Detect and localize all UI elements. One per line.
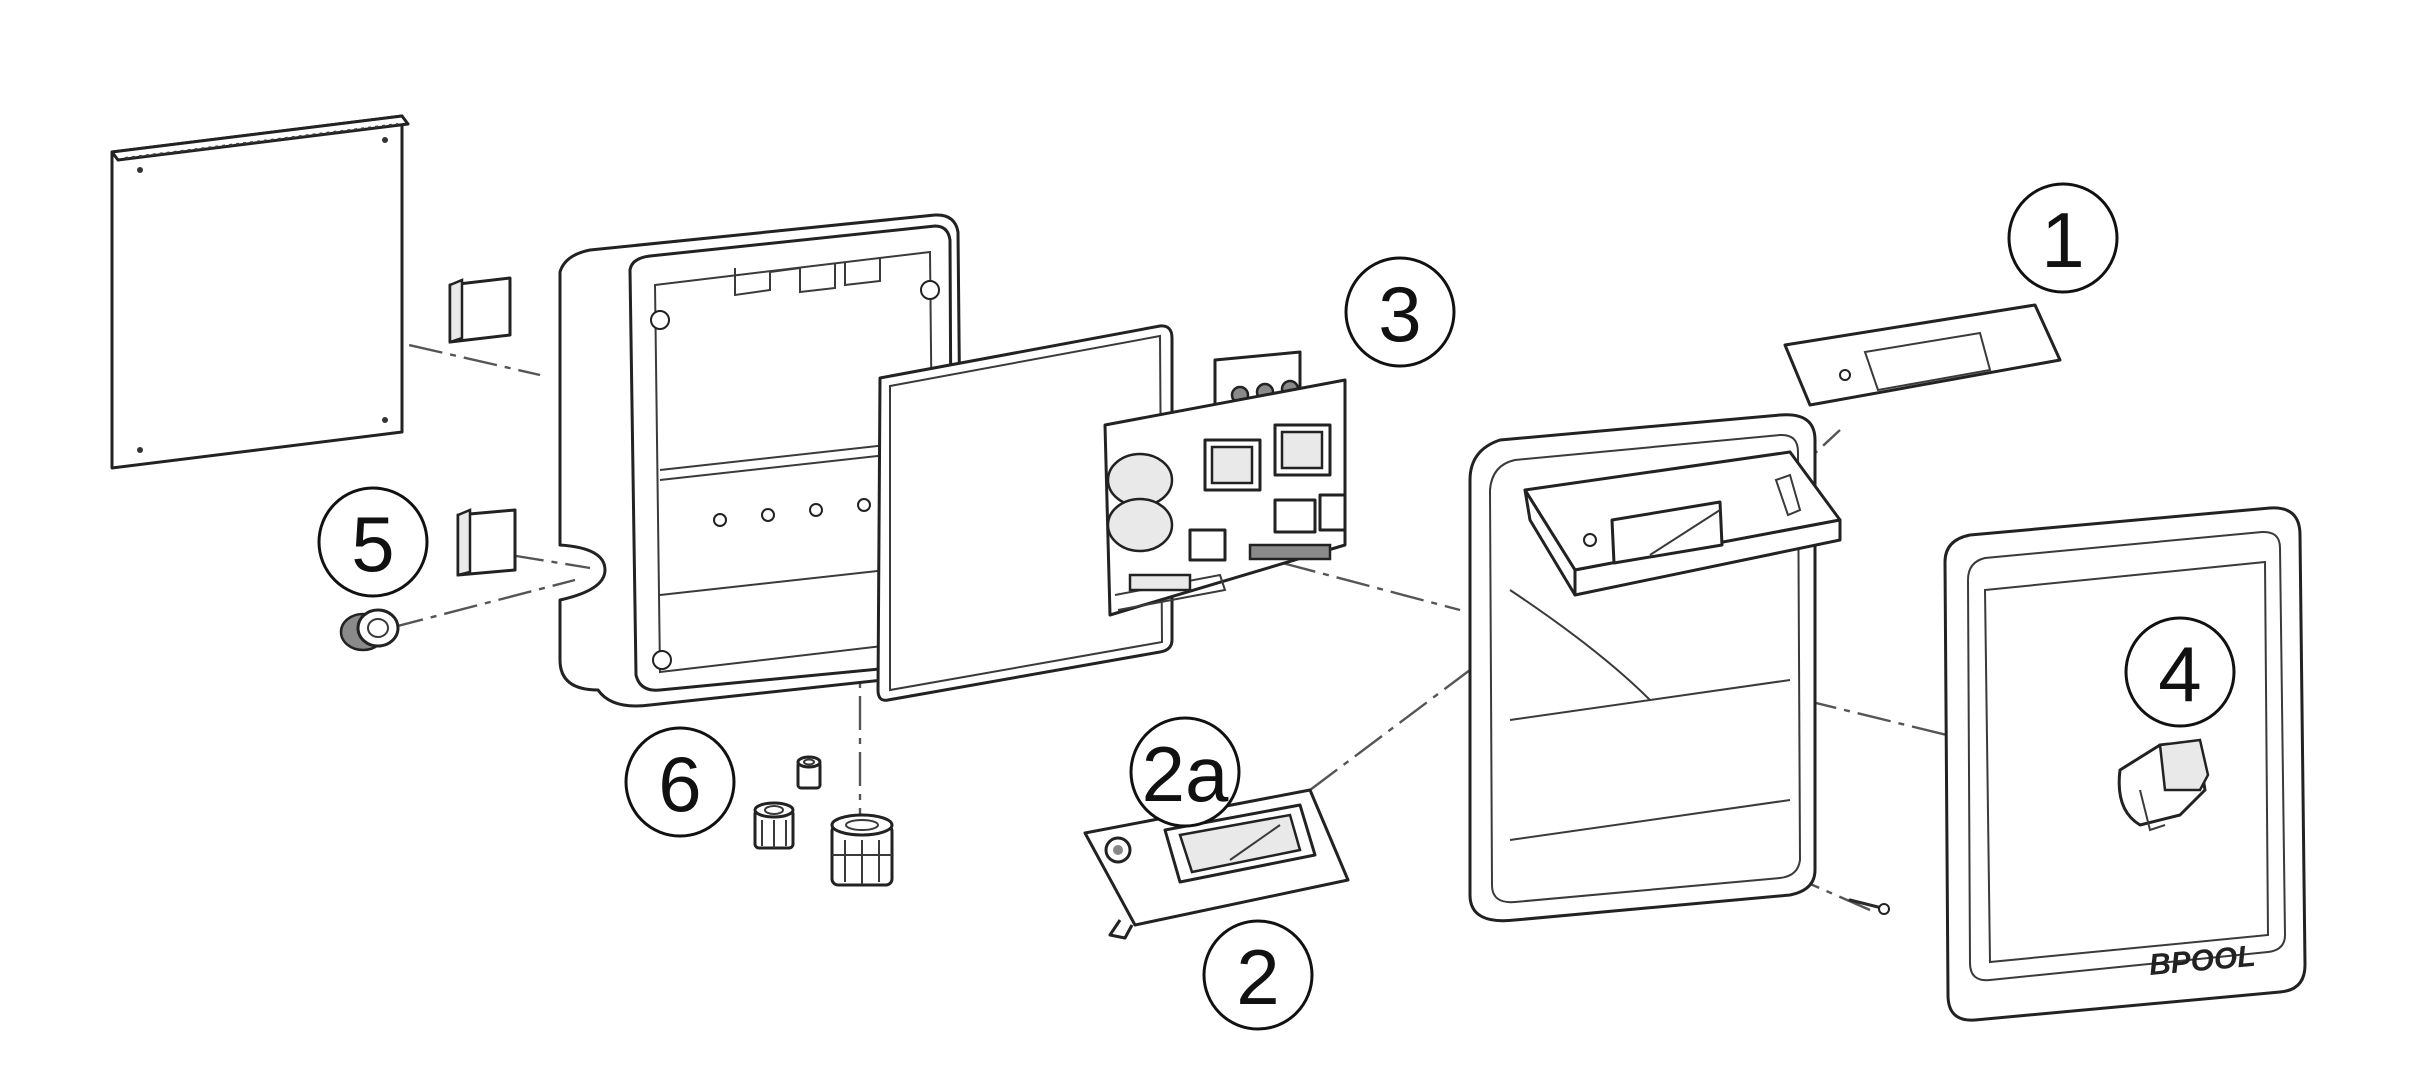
front-panel-frame [1468, 413, 1842, 923]
fitting-medium [753, 801, 795, 850]
conduit-fittings-6 [753, 755, 894, 887]
svg-text:6: 6 [658, 740, 701, 828]
svg-text:4: 4 [2158, 630, 2201, 718]
circuit-board-3 [1103, 350, 1347, 617]
callout-4: 4 [2124, 616, 2236, 728]
gasket-seal [876, 324, 1174, 702]
callout-5: 5 [317, 486, 429, 598]
svg-text:5: 5 [351, 500, 394, 588]
svg-text:3: 3 [1378, 270, 1421, 358]
wall-bracket-upper [448, 276, 512, 344]
cable-gland-5 [339, 608, 400, 652]
front-door-4: BPOOL [1943, 506, 2307, 1022]
callout-6: 6 [624, 726, 736, 838]
screw [1848, 898, 1890, 915]
callout-2a: 2a [1129, 716, 1241, 828]
label-plate-1 [1783, 303, 2062, 407]
wall-bracket-lower [456, 508, 517, 577]
callout-2: 2 [1202, 919, 1314, 1031]
svg-text:2a: 2a [1142, 730, 1229, 818]
callout-3: 3 [1344, 256, 1456, 368]
callout-1: 1 [2007, 182, 2119, 294]
fitting-small [796, 755, 822, 790]
svg-text:1: 1 [2041, 196, 2084, 284]
fitting-large [830, 813, 894, 887]
back-cover-plate [110, 114, 410, 470]
svg-text:2: 2 [1236, 933, 1279, 1021]
